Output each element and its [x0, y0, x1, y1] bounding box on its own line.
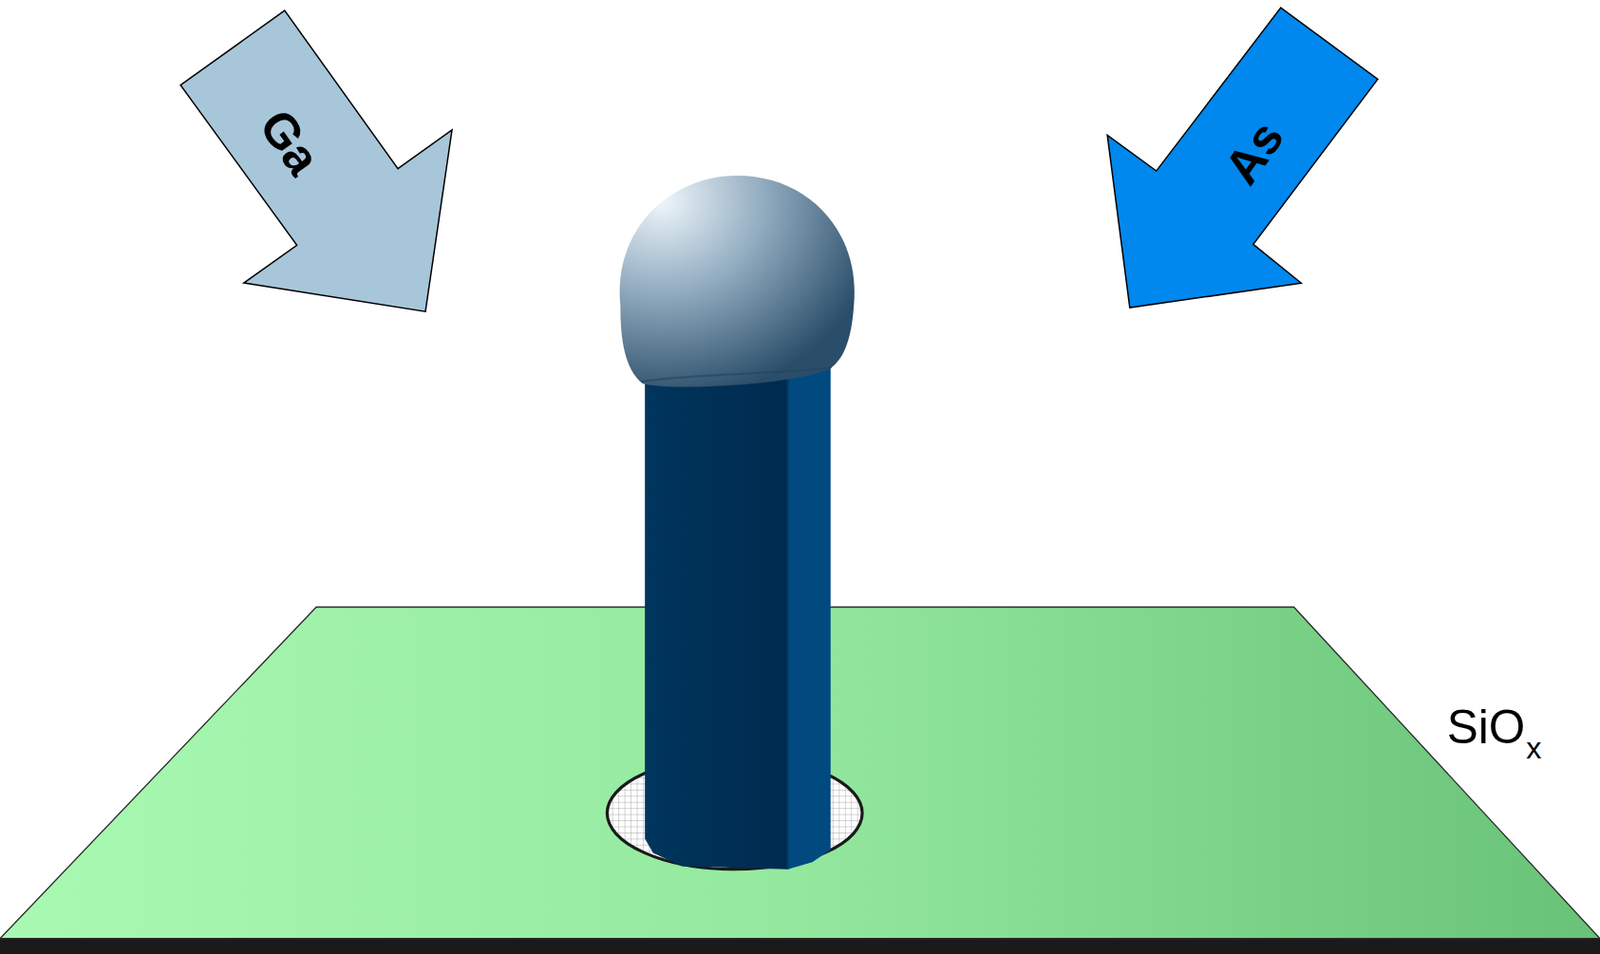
arrow-shape: [180, 10, 452, 312]
substrate-edge: [0, 939, 1600, 954]
droplet-rim: [640, 367, 832, 382]
subscript-label: x: [1525, 733, 1542, 764]
material-label: SiO: [1447, 703, 1525, 751]
catalyst-droplet: [620, 175, 855, 388]
nanowire-edge: [787, 346, 790, 869]
nanowire: [644, 346, 831, 869]
nanowire-side-face: [788, 346, 831, 869]
flux-arrow: Ga: [178, 8, 454, 315]
flux-arrow: As: [1105, 5, 1381, 312]
nanowire-front-face: [644, 346, 788, 869]
arrow-shape: [1107, 8, 1378, 309]
